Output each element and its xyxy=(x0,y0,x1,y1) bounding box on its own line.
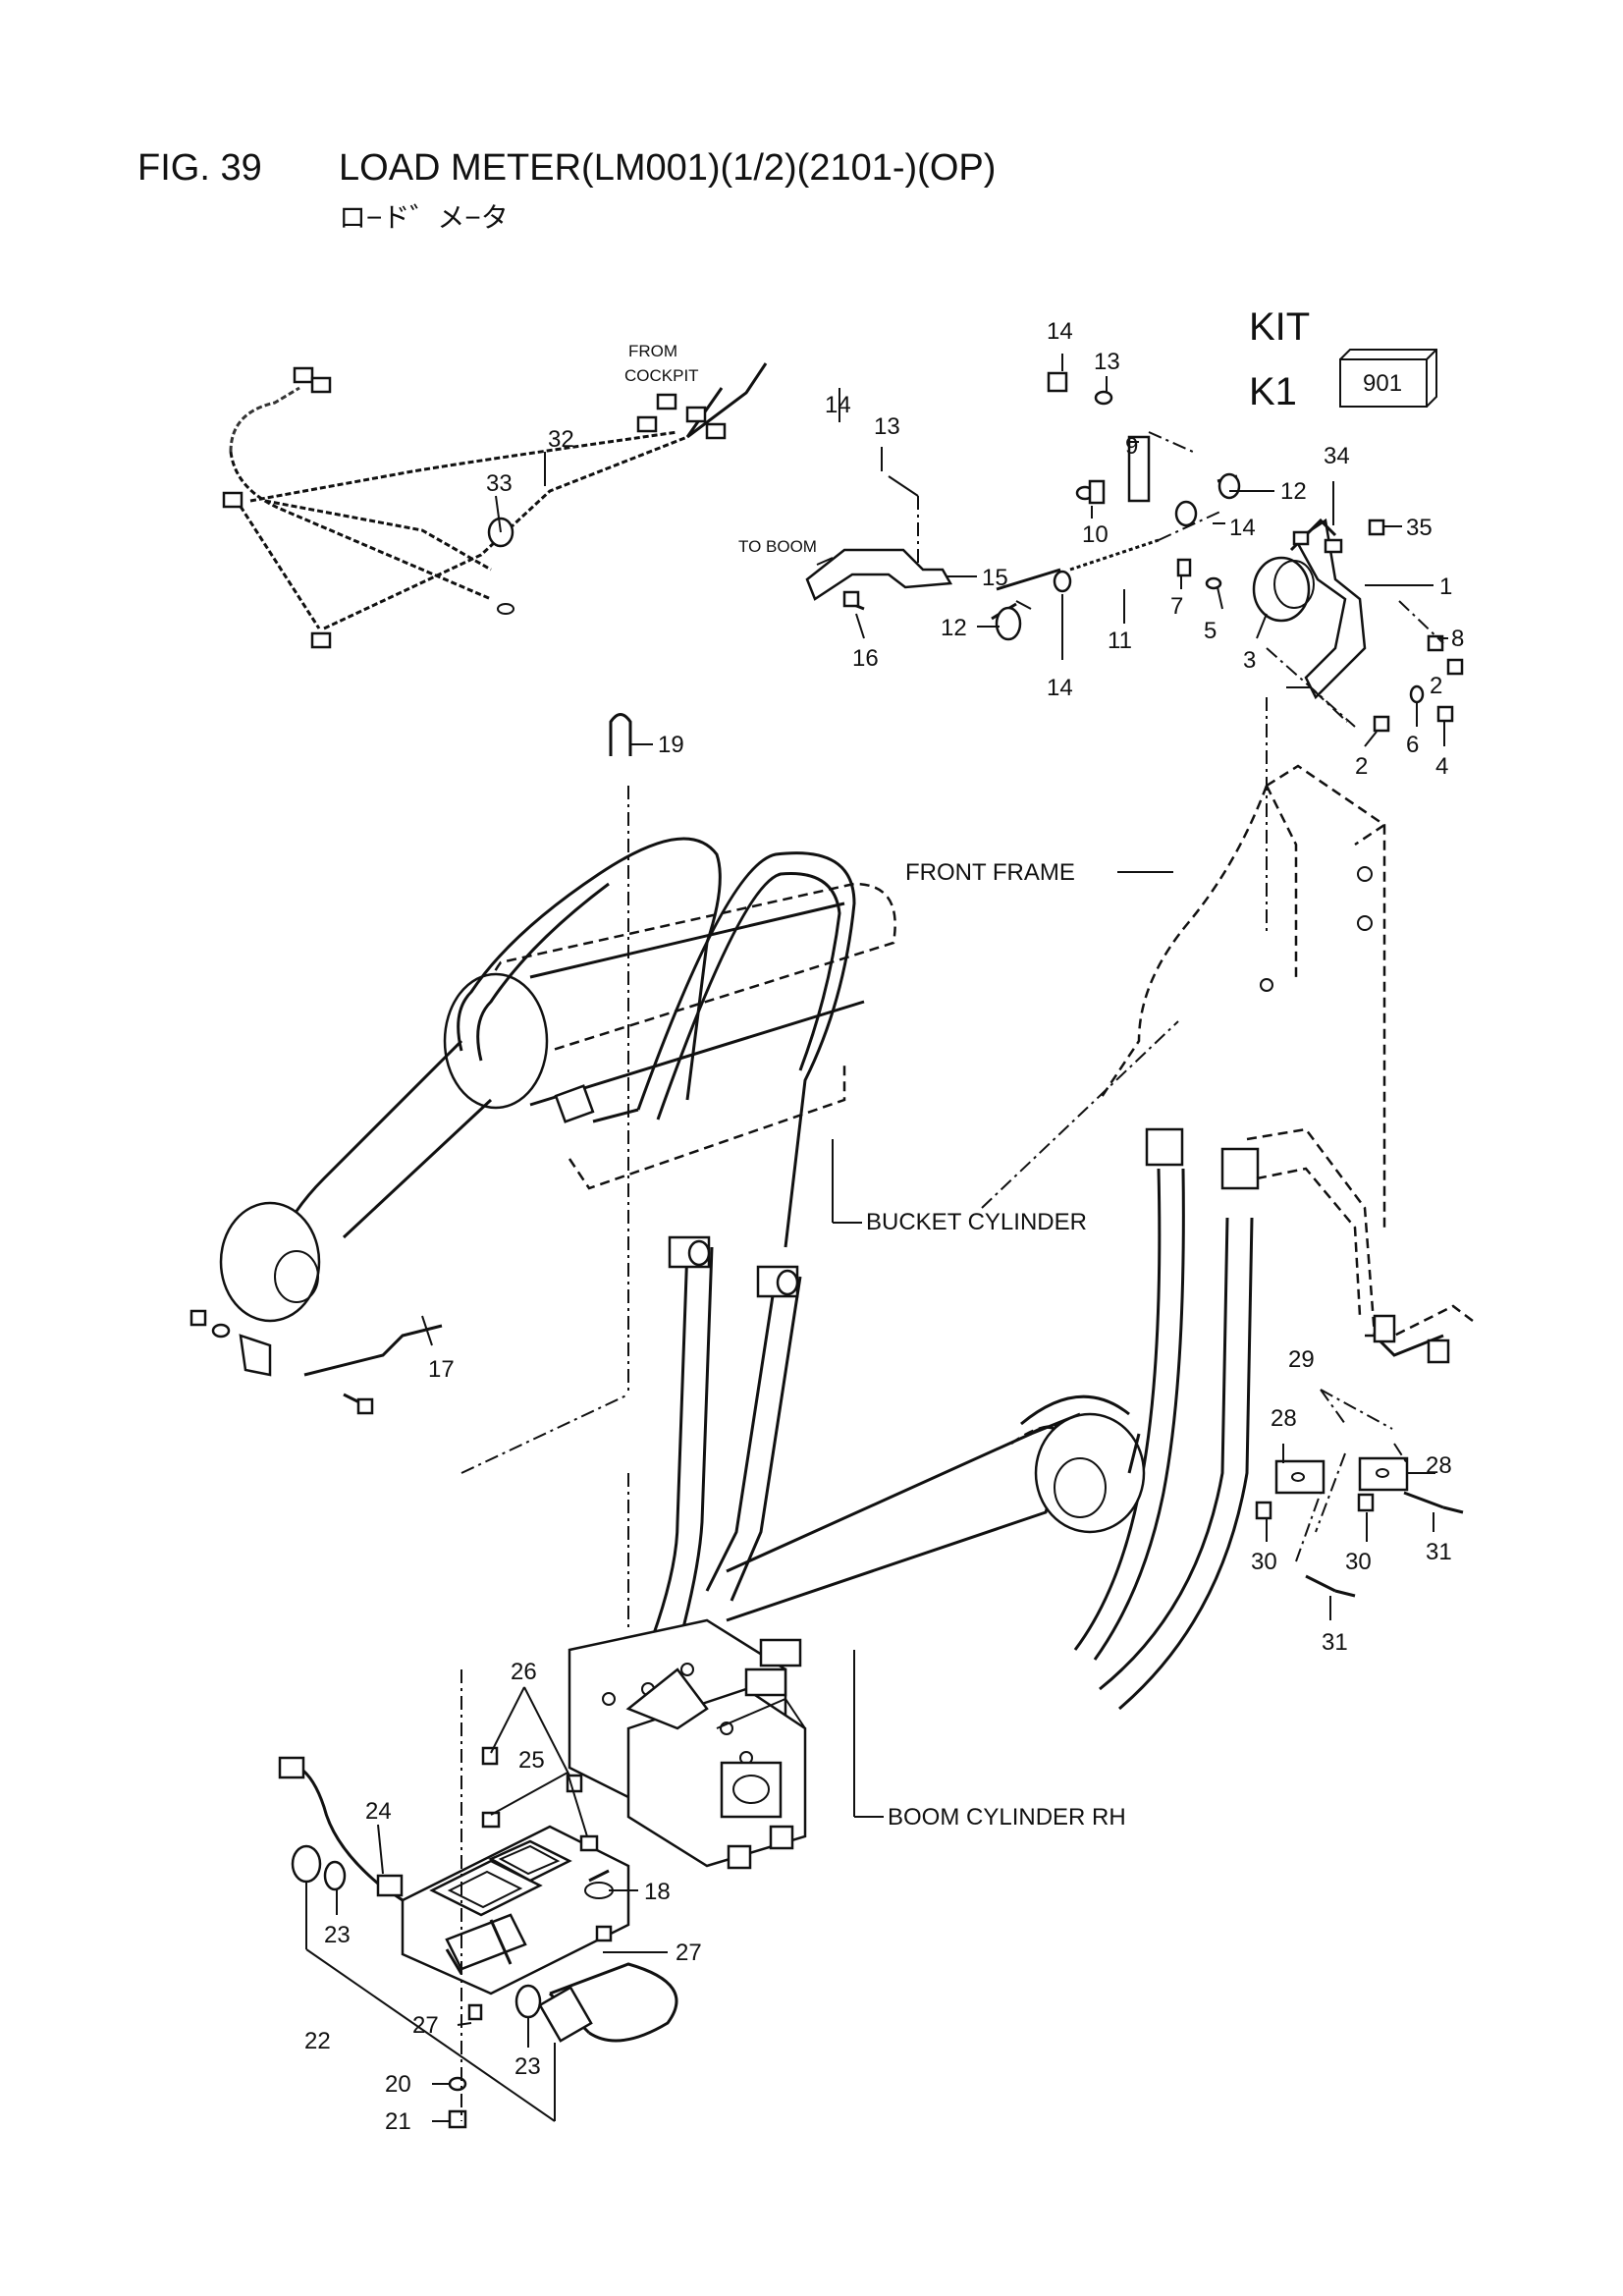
callout-12a: 12 xyxy=(1280,478,1307,505)
front-frame-label: FRONT FRAME xyxy=(905,859,1075,886)
callout-23a: 23 xyxy=(324,1922,351,1948)
pressure-sensors xyxy=(1255,1314,1464,1620)
callout-21: 21 xyxy=(385,2108,411,2135)
callout-28a: 28 xyxy=(1271,1405,1297,1432)
callout-35: 35 xyxy=(1406,515,1433,541)
sensor-panel-assembly xyxy=(278,786,1346,2129)
bracket-15 xyxy=(805,548,953,601)
callout-leaders-top xyxy=(839,354,1448,747)
figure-subtitle: ロ−ド゛メ−タ xyxy=(339,202,509,233)
bracket-1 xyxy=(1294,518,1367,700)
callout-9: 9 xyxy=(1125,433,1138,460)
strap-9 xyxy=(1127,435,1151,503)
from-cockpit-note-2: COCKPIT xyxy=(624,366,699,385)
callout-17: 17 xyxy=(428,1356,455,1383)
figure-number: FIG. 39 xyxy=(137,147,262,189)
callout-13a: 13 xyxy=(1094,349,1120,375)
callout-27b: 27 xyxy=(412,2012,439,2039)
hydraulic-hoses xyxy=(457,837,1474,1711)
callout-26: 26 xyxy=(511,1659,537,1685)
callout-14b: 14 xyxy=(1229,515,1256,541)
callout-12b: 12 xyxy=(941,615,967,641)
bucket-cylinder: BUCKET CYLINDER xyxy=(219,882,1087,1323)
figure-title: LOAD METER(LM001)(1/2)(2101-)(OP) xyxy=(339,147,997,189)
callout-11: 11 xyxy=(1108,628,1132,654)
callout-14a: 14 xyxy=(1047,318,1073,345)
u-bolt-19 xyxy=(609,713,653,756)
kit-box xyxy=(1339,358,1428,408)
callout-29: 29 xyxy=(1288,1346,1315,1373)
callout-31b: 31 xyxy=(1322,1629,1348,1656)
sensor-3 xyxy=(1252,556,1311,623)
control-valve xyxy=(568,1618,807,1870)
from-cockpit-note-1: FROM xyxy=(628,342,677,360)
callout-18: 18 xyxy=(644,1879,671,1905)
callout-13b: 13 xyxy=(874,413,900,440)
kit-label: KIT xyxy=(1249,305,1310,349)
callout-5: 5 xyxy=(1204,618,1217,644)
callout-10: 10 xyxy=(1082,521,1109,548)
callout-27a: 27 xyxy=(676,1940,702,1966)
callout-2a: 2 xyxy=(1430,673,1442,699)
kit-id-label: K1 xyxy=(1249,370,1297,413)
kit-number: 901 xyxy=(1363,370,1402,397)
bucket-cylinder-label: BUCKET CYLINDER xyxy=(866,1209,1087,1235)
callout-19: 19 xyxy=(658,732,684,758)
callout-22: 22 xyxy=(304,2028,331,2054)
callout-20: 20 xyxy=(385,2071,411,2098)
clamp-17 xyxy=(189,1309,443,1415)
callout-3: 3 xyxy=(1243,647,1256,674)
callout-leaders-lower xyxy=(336,1686,668,2122)
callout-28b: 28 xyxy=(1426,1452,1452,1479)
boom-cylinder-label: BOOM CYLINDER RH xyxy=(888,1804,1126,1831)
boom-cylinder-eye xyxy=(1034,1412,1146,1534)
to-boom-note: TO BOOM xyxy=(738,537,817,556)
callout-1: 1 xyxy=(1439,574,1452,600)
callout-25: 25 xyxy=(518,1747,545,1774)
callout-7: 7 xyxy=(1170,593,1183,620)
callout-33: 33 xyxy=(486,470,513,497)
callout-30a: 30 xyxy=(1251,1549,1277,1575)
front-frame: FRONT FRAME xyxy=(905,697,1386,1228)
bucket-cylinder-eye xyxy=(219,1201,321,1323)
callout-numbers: 14 13 9 12 10 14 34 35 1 8 2 3 5 7 11 14… xyxy=(304,318,1464,2135)
callout-34: 34 xyxy=(1324,443,1350,469)
callout-32: 32 xyxy=(548,426,574,453)
callout-31a: 31 xyxy=(1426,1539,1452,1565)
callout-15: 15 xyxy=(982,565,1008,591)
callout-14d: 14 xyxy=(825,392,851,418)
boom-cylinder: BOOM CYLINDER RH xyxy=(726,1394,1146,1831)
bracket-assembly: TO BOOM xyxy=(738,371,1464,733)
callout-14c: 14 xyxy=(1047,675,1073,701)
callout-16: 16 xyxy=(852,645,879,672)
kit-block: KIT K1 901 xyxy=(1249,305,1437,413)
callout-6: 6 xyxy=(1406,732,1419,758)
callout-30b: 30 xyxy=(1345,1549,1372,1575)
callout-24: 24 xyxy=(365,1798,392,1825)
callout-2b: 2 xyxy=(1355,753,1368,780)
callout-23b: 23 xyxy=(514,2053,541,2080)
wire-harness: FROM COCKPIT 32 33 xyxy=(222,342,768,649)
callout-8: 8 xyxy=(1451,626,1464,652)
callout-4: 4 xyxy=(1435,753,1448,780)
